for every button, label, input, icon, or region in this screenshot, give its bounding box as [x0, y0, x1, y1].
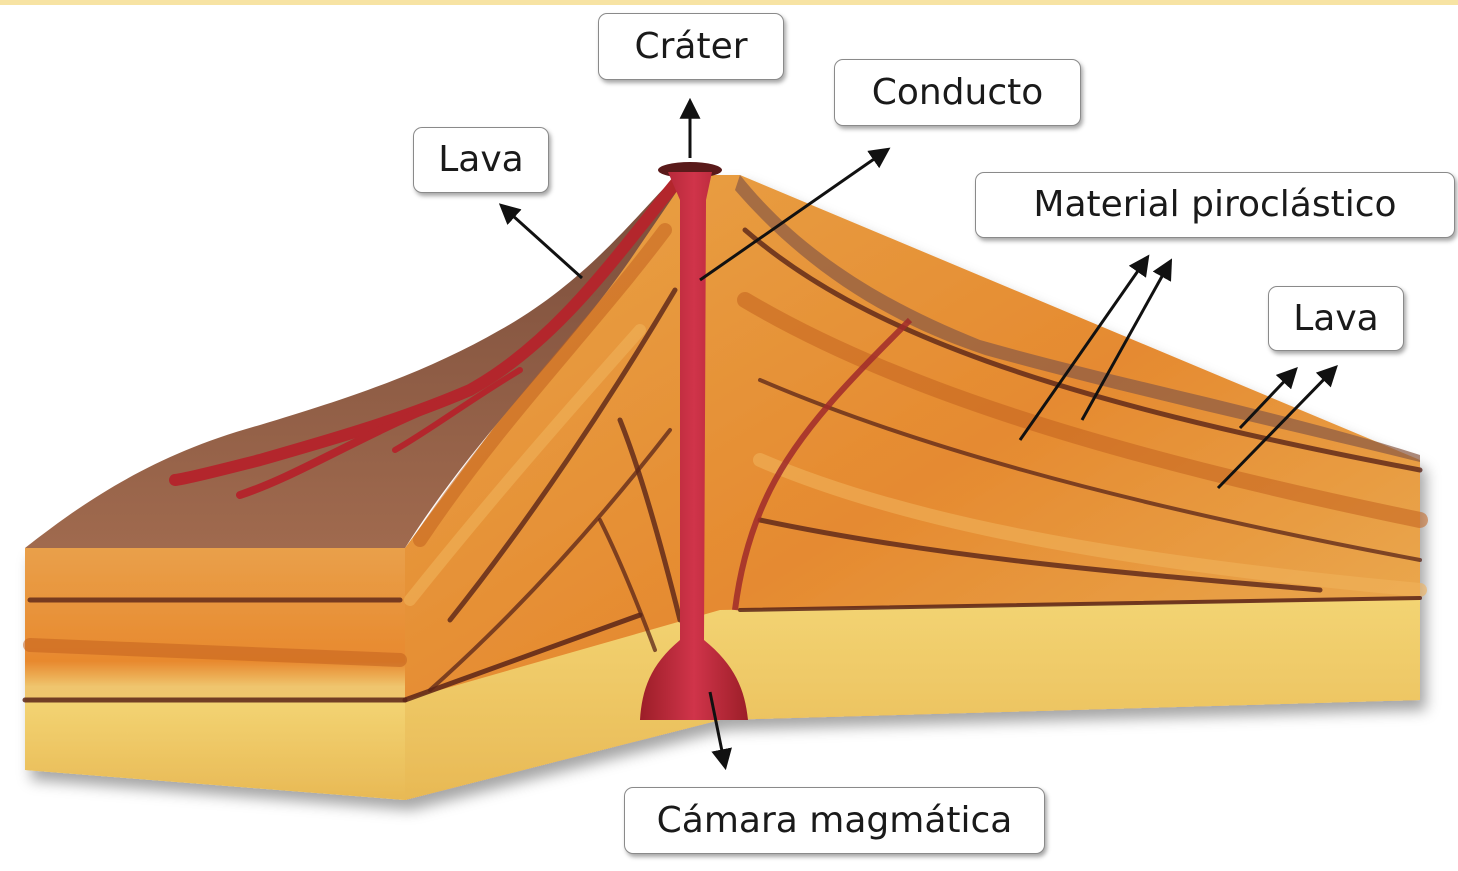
left-front-base — [25, 700, 405, 800]
label-lava-right: Lava — [1268, 286, 1404, 351]
label-camara-magmatica: Cámara magmática — [624, 787, 1045, 854]
label-lava-left: Lava — [413, 127, 549, 193]
label-crater: Cráter — [598, 13, 784, 80]
label-material-piroclastico: Material piroclástico — [975, 172, 1455, 238]
arrow-lava-left — [502, 206, 582, 278]
label-conducto: Conducto — [834, 59, 1081, 126]
